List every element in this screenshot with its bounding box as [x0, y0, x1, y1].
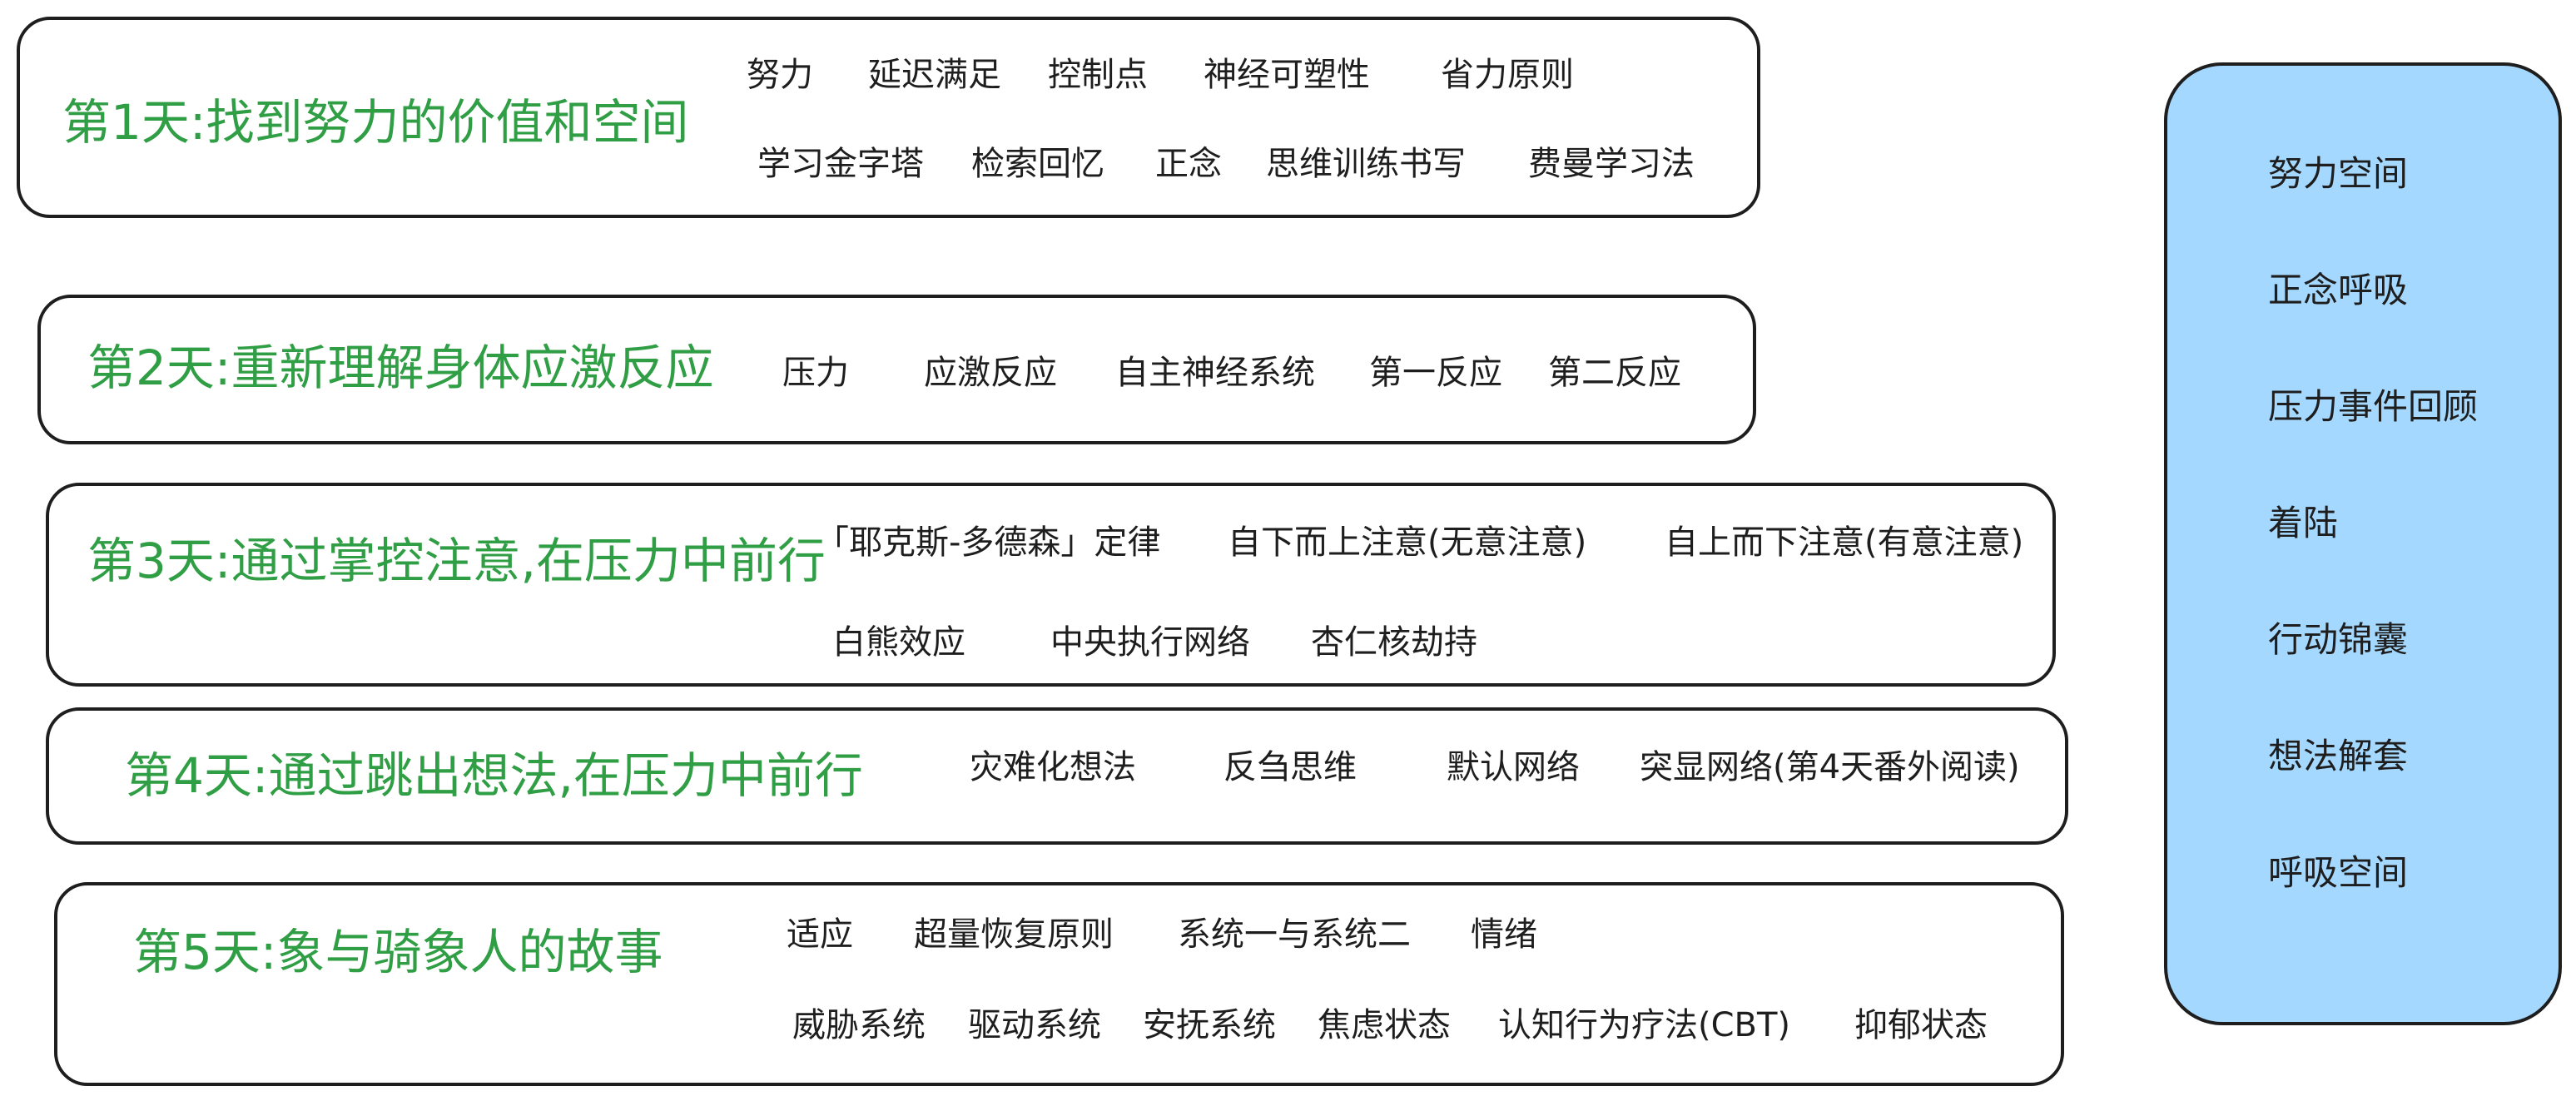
day-2-keyword: 应激反应 [924, 354, 1057, 392]
practice-item: 压力事件回顾 [2268, 386, 2479, 427]
day-5-keyword: 驱动系统 [968, 1006, 1101, 1044]
day-5-keyword: 认知行为疗法(CBT) [1498, 1006, 1791, 1044]
day-4-title: 第4天:通过跳出想法,在压力中前行 [125, 747, 863, 804]
day-3-title: 第3天:通过掌控注意,在压力中前行 [87, 533, 826, 589]
day-2-keyword: 压力 [782, 354, 849, 392]
day-2-keyword: 第一反应 [1369, 354, 1502, 392]
day-5-keyword: 抑郁状态 [1854, 1006, 1988, 1044]
practice-item: 行动锦囊 [2268, 619, 2409, 660]
day-5-keyword: 系统一与系统二 [1178, 915, 1411, 954]
day-3-keyword: 自上而下注意(有意注意) [1665, 523, 2024, 562]
day-4-keyword: 反刍思维 [1223, 748, 1357, 786]
day-5-title: 第5天:象与骑象人的故事 [133, 924, 663, 980]
day-1-keyword: 检索回忆 [971, 145, 1104, 183]
day-1-keyword: 努力 [747, 56, 813, 94]
day-1-keyword: 延迟满足 [868, 56, 1001, 94]
day-5-box [54, 882, 2064, 1086]
day-3-box [46, 483, 2056, 687]
day-2-box [37, 295, 1756, 444]
day-1-title: 第1天:找到努力的价值和空间 [62, 94, 689, 151]
day-4-box [46, 707, 2068, 845]
day-1-keyword: 控制点 [1048, 56, 1148, 94]
day-5-keyword: 焦虑状态 [1318, 1006, 1451, 1044]
day-3-keyword: 「耶克斯-多德森」定律 [816, 523, 1161, 562]
day-5-keyword: 安抚系统 [1143, 1006, 1276, 1044]
day-1-box [17, 17, 1760, 218]
practice-item: 努力空间 [2268, 153, 2409, 194]
day-1-keyword: 神经可塑性 [1204, 56, 1370, 94]
day-3-keyword: 杏仁核劫持 [1311, 623, 1477, 662]
practice-item: 着陆 [2268, 503, 2339, 543]
day-4-keyword: 灾难化想法 [970, 748, 1136, 786]
day-3-keyword: 白熊效应 [832, 623, 965, 662]
day-3-keyword: 自下而上注意(无意注意) [1228, 523, 1587, 562]
day-5-keyword: 情绪 [1471, 915, 1537, 954]
day-1-keyword: 省力原则 [1441, 56, 1574, 94]
day-5-keyword: 威胁系统 [792, 1006, 926, 1044]
day-2-keyword: 第二反应 [1548, 354, 1681, 392]
day-4-keyword: 默认网络 [1447, 748, 1580, 786]
practice-list-panel [2164, 62, 2562, 1025]
day-5-keyword: 超量恢复原则 [914, 915, 1114, 954]
day-4-keyword: 突显网络(第4天番外阅读) [1640, 748, 2020, 786]
day-1-keyword: 思维训练书写 [1266, 145, 1466, 183]
day-2-title: 第2天:重新理解身体应激反应 [87, 340, 714, 396]
day-1-keyword: 学习金字塔 [757, 145, 924, 183]
day-2-keyword: 自主神经系统 [1115, 354, 1315, 392]
practice-item: 呼吸空间 [2268, 852, 2409, 893]
day-5-keyword: 适应 [787, 915, 853, 954]
practice-item: 想法解套 [2268, 736, 2409, 776]
day-1-keyword: 费曼学习法 [1528, 145, 1695, 183]
day-1-keyword: 正念 [1155, 145, 1222, 183]
practice-item: 正念呼吸 [2268, 270, 2409, 310]
day-3-keyword: 中央执行网络 [1050, 623, 1250, 662]
